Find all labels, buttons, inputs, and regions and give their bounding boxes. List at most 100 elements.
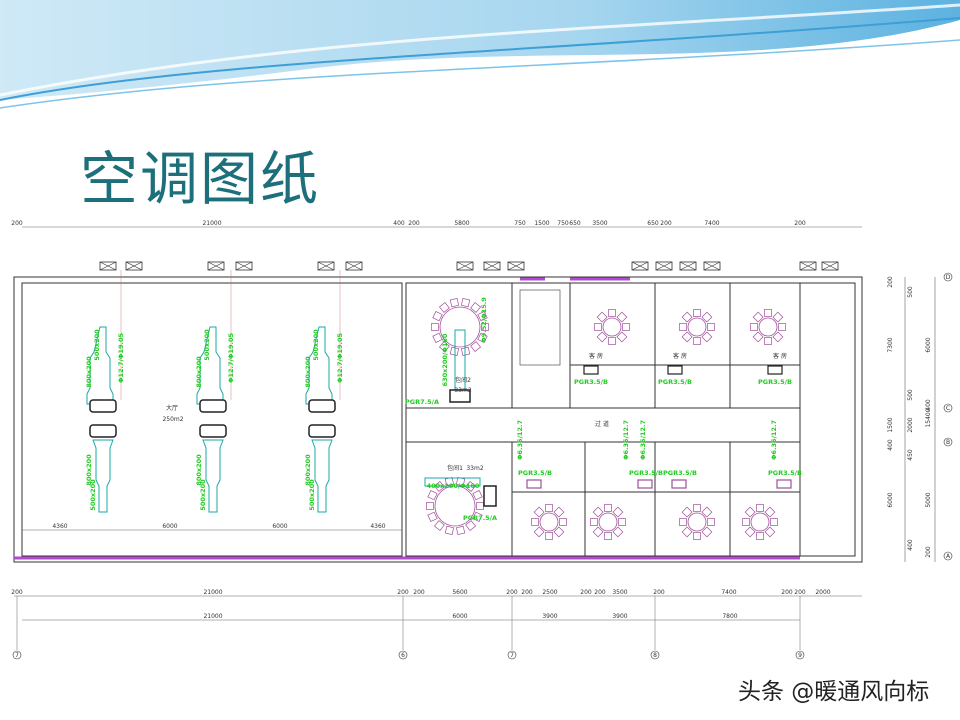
axis-label: 9 [798, 652, 802, 659]
outdoor-unit-frame [703, 261, 721, 271]
outdoor-unit-frame [821, 261, 839, 271]
round-table [679, 309, 715, 345]
guest-unit-label: PGR3.5/B [518, 469, 552, 477]
axis-bubble [795, 650, 805, 660]
duct-size-label: 800x200 [195, 356, 203, 388]
dim-label-right: 15400 [925, 408, 932, 427]
chair [460, 346, 471, 356]
chair [772, 331, 784, 343]
dim-label-right: 6000 [925, 337, 932, 352]
dim-label-top: 5800 [454, 220, 469, 227]
outdoor-unit-icon [125, 261, 143, 271]
indoor-unit-guest [637, 479, 653, 489]
pipe-size-label: Φ12.7/Φ19.05 [336, 333, 344, 384]
dim-label-top: 200 [11, 220, 23, 227]
outdoor-unit-cross [99, 261, 117, 271]
watermark-credit: 头条 @暖通风向标 [738, 679, 930, 705]
duct-size-label: 500x200 [203, 329, 211, 361]
indoor-unit [308, 399, 336, 413]
round-table [742, 504, 778, 540]
outdoor-unit-frame [345, 261, 363, 271]
chair [701, 311, 713, 323]
outdoor-unit-icon [345, 261, 363, 271]
dim-label-right: 5000 [925, 492, 932, 507]
outdoor-unit-cross [679, 261, 697, 271]
dim-label-right: 500 [907, 286, 914, 298]
chair [608, 337, 616, 345]
outdoor-unit-icon [483, 261, 501, 271]
dim-label-bottom: 200 [781, 589, 793, 596]
round-table [594, 309, 630, 345]
room1-unit-label: PGR7.5/A [463, 514, 497, 522]
duct-size-label: 800x200 [304, 356, 312, 388]
outdoor-unit-icon [703, 261, 721, 271]
outdoor-unit-cross [821, 261, 839, 271]
chair [707, 518, 715, 526]
chair [752, 311, 764, 323]
indoor-unit [199, 399, 227, 413]
outdoor-unit-icon [799, 261, 817, 271]
chair [427, 511, 438, 522]
dim-label-bottom: 200 [521, 589, 533, 596]
chair [439, 302, 450, 313]
chair [470, 341, 481, 352]
chair [449, 346, 460, 356]
header-wave-decoration [0, 0, 960, 109]
axis-bubble [943, 403, 953, 413]
dim-label-bottom: 5600 [452, 589, 467, 596]
chair [596, 311, 608, 323]
outdoor-unit-frame [631, 261, 649, 271]
chair [604, 504, 612, 512]
guest-unit-label: PGR3.5/B [658, 378, 692, 386]
stairs [519, 289, 561, 366]
outdoor-unit-icon [679, 261, 697, 271]
outdoor-unit-icon [235, 261, 253, 271]
chair [531, 518, 539, 526]
chair [764, 337, 772, 345]
duct-size-label: 500x200 [199, 479, 207, 511]
dim-label-right: 200 [887, 276, 894, 288]
chair [778, 323, 786, 331]
chair [770, 518, 778, 526]
chair [465, 520, 476, 531]
outdoor-unit-icon [655, 261, 673, 271]
hall-spacing-label: 4360 [370, 523, 385, 530]
outdoor-unit-cross [345, 261, 363, 271]
dim-label-top: 200 [794, 220, 806, 227]
dim-label-bottom-total: 21000 [203, 613, 222, 620]
axis-bubble [12, 650, 22, 660]
chair [460, 298, 471, 308]
axis-bubble [398, 650, 408, 660]
indoor-unit-room1 [483, 485, 497, 507]
banquet-table-room2 [431, 298, 489, 356]
dim-label-top: 750 [514, 220, 526, 227]
dim-label-bottom-total: 7800 [722, 613, 737, 620]
corridor-pipe-label: Φ6.35/12.7 [639, 420, 647, 460]
outdoor-unit-cross [235, 261, 253, 271]
dim-label-bottom: 200 [580, 589, 592, 596]
dim-label-top: 750 [557, 220, 569, 227]
chair [476, 502, 484, 510]
outdoor-unit-cross [703, 261, 721, 271]
dim-label-bottom-total: 3900 [542, 613, 557, 620]
corridor-pipe-label: Φ6.35/12.7 [516, 420, 524, 460]
chair [742, 518, 750, 526]
guest-unit-label: PGR3.5/B [629, 469, 663, 477]
chair [616, 311, 628, 323]
chair [533, 506, 545, 518]
hall-spacing-label: 6000 [272, 523, 287, 530]
chair [707, 323, 715, 331]
axis-label: B [946, 439, 950, 446]
chair [431, 323, 439, 331]
outdoor-unit-icon [821, 261, 839, 271]
chair [693, 532, 701, 540]
chair [553, 526, 565, 538]
table-top [539, 512, 559, 532]
corridor-label: 过 道 [595, 420, 609, 428]
duct-size-label: 500x200 [312, 329, 320, 361]
chair [701, 331, 713, 343]
indoor-unit-guest [667, 365, 683, 375]
chair [470, 302, 481, 313]
guest-unit-label: PGR3.5/B [574, 378, 608, 386]
outdoor-unit-frame [655, 261, 673, 271]
